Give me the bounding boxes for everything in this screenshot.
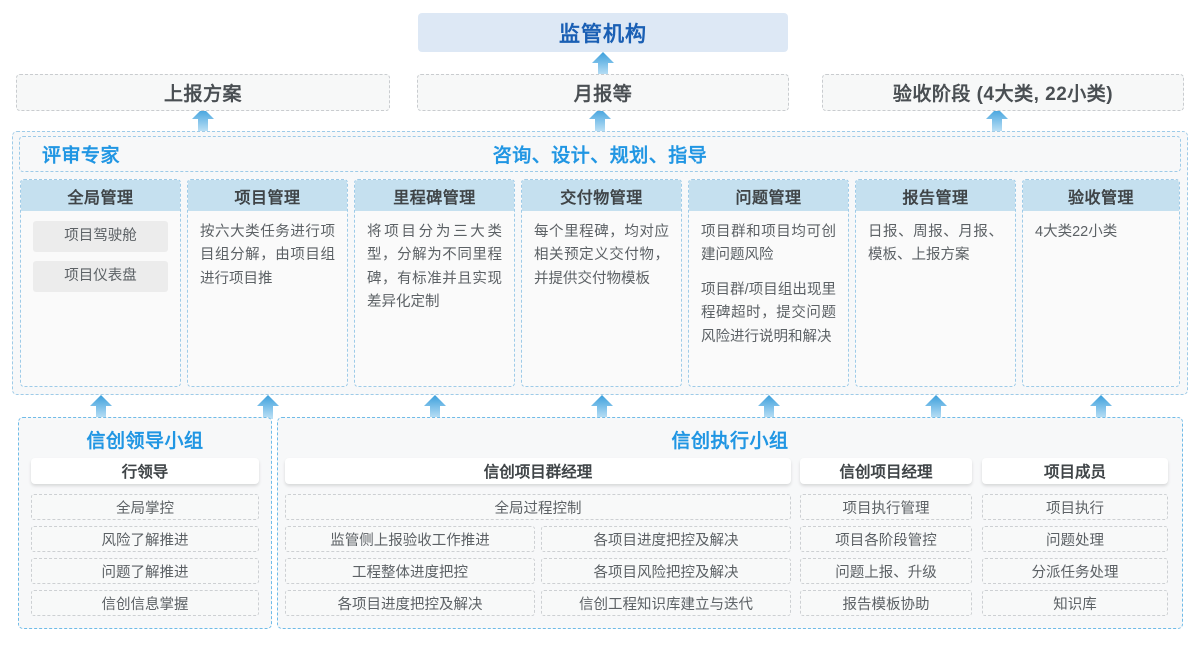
task-item[interactable]: 项目各阶段管控 <box>800 526 972 552</box>
arrow-up-icon <box>589 108 611 132</box>
consulting-label: 咨询、设计、规划、指导 <box>492 145 708 167</box>
task-item[interactable]: 全局掌控 <box>31 494 259 520</box>
column-body: 4大类22小类 <box>1023 211 1179 252</box>
arrow-up-icon <box>591 395 613 419</box>
pill-item[interactable]: 项目仪表盘 <box>33 261 168 292</box>
column-body: 将项目分为三大类型，分解为不同里程碑，有标准并且实现差异化定制 <box>355 211 514 323</box>
column-paragraph: 日报、周报、月报、模板、上报方案 <box>868 224 1003 264</box>
column-paragraph: 项目群/项目组出现里程碑超时，提交问题风险进行说明和解决 <box>701 281 836 345</box>
middle-header-band: 评审专家 咨询、设计、规划、指导 <box>19 136 1181 172</box>
column-body: 项目驾驶舱 项目仪表盘 <box>21 211 180 309</box>
arrow-up-icon <box>758 395 780 419</box>
task-item-wide[interactable]: 全局过程控制 <box>285 494 791 520</box>
column-title: 验收管理 <box>1023 180 1179 211</box>
column-title: 问题管理 <box>689 180 848 211</box>
column-paragraph: 按六大类任务进行项目组分解，由项目组进行项目推 <box>200 224 335 287</box>
task-item[interactable]: 分派任务处理 <box>982 558 1168 584</box>
task-item[interactable]: 各项目进度把控及解决 <box>541 526 791 552</box>
task-item[interactable]: 监管侧上报验收工作推进 <box>285 526 535 552</box>
regulator-box: 监管机构 <box>418 13 788 52</box>
column-paragraph: 将项目分为三大类型，分解为不同里程碑，有标准并且实现差异化定制 <box>367 224 502 311</box>
task-item[interactable]: 问题处理 <box>982 526 1168 552</box>
column-project-management[interactable]: 项目管理 按六大类任务进行项目组分解，由项目组进行项目推 <box>187 179 348 387</box>
arrow-up-icon <box>986 108 1008 132</box>
group-title: 信创执行小组 <box>671 431 789 452</box>
task-item[interactable]: 各项目进度把控及解决 <box>285 590 535 616</box>
column-global-management[interactable]: 全局管理 项目驾驶舱 项目仪表盘 <box>20 179 181 387</box>
column-paragraph: 4大类22小类 <box>1035 224 1118 240</box>
task-item[interactable]: 各项目风险把控及解决 <box>541 558 791 584</box>
arrow-up-icon <box>592 52 614 76</box>
task-item[interactable]: 信创工程知识库建立与迭代 <box>541 590 791 616</box>
column-title: 项目管理 <box>188 180 347 211</box>
column-title: 交付物管理 <box>522 180 681 211</box>
column-acceptance-management[interactable]: 验收管理 4大类22小类 <box>1022 179 1180 387</box>
role-project-member[interactable]: 项目成员 <box>982 458 1168 484</box>
report-box-monthly[interactable]: 月报等 <box>417 74 789 111</box>
arrow-up-icon <box>925 395 947 419</box>
column-issue-management[interactable]: 问题管理 项目群和项目均可创建问题风险 项目群/项目组出现里程碑超时，提交问题风… <box>688 179 849 387</box>
task-item[interactable]: 报告模板协助 <box>800 590 972 616</box>
column-body: 日报、周报、月报、模板、上报方案 <box>856 211 1015 276</box>
column-body: 按六大类任务进行项目组分解，由项目组进行项目推 <box>188 211 347 299</box>
column-body: 每个里程碑，均对应相关预定义交付物，并提供交付物模板 <box>522 211 681 299</box>
column-title: 全局管理 <box>21 180 180 211</box>
review-experts-label: 评审专家 <box>42 145 121 167</box>
task-item[interactable]: 项目执行 <box>982 494 1168 520</box>
role-project-manager[interactable]: 信创项目经理 <box>800 458 972 484</box>
group-title: 信创领导小组 <box>86 431 204 452</box>
column-deliverable-management[interactable]: 交付物管理 每个里程碑，均对应相关预定义交付物，并提供交付物模板 <box>521 179 682 387</box>
arrow-up-icon <box>424 395 446 419</box>
column-report-management[interactable]: 报告管理 日报、周报、月报、模板、上报方案 <box>855 179 1016 387</box>
column-title: 里程碑管理 <box>355 180 514 211</box>
column-paragraph: 项目群和项目均可创建问题风险 <box>701 224 836 264</box>
arrow-up-icon <box>257 395 279 419</box>
task-item[interactable]: 项目执行管理 <box>800 494 972 520</box>
column-title: 报告管理 <box>856 180 1015 211</box>
task-item[interactable]: 问题了解推进 <box>31 558 259 584</box>
arrow-up-icon <box>1090 395 1112 419</box>
task-item[interactable]: 信创信息掌握 <box>31 590 259 616</box>
arrow-up-icon <box>192 108 214 132</box>
column-paragraph: 每个里程碑，均对应相关预定义交付物，并提供交付物模板 <box>534 224 669 287</box>
arrow-up-icon <box>90 395 112 419</box>
task-item[interactable]: 问题上报、升级 <box>800 558 972 584</box>
report-box-acceptance[interactable]: 验收阶段 (4大类, 22小类) <box>822 74 1184 111</box>
column-body: 项目群和项目均可创建问题风险 项目群/项目组出现里程碑超时，提交问题风险进行说明… <box>689 211 848 357</box>
column-milestone-management[interactable]: 里程碑管理 将项目分为三大类型，分解为不同里程碑，有标准并且实现差异化定制 <box>354 179 515 387</box>
task-item[interactable]: 风险了解推进 <box>31 526 259 552</box>
role-bank-leader[interactable]: 行领导 <box>31 458 259 484</box>
task-item[interactable]: 工程整体进度把控 <box>285 558 535 584</box>
pill-item[interactable]: 项目驾驶舱 <box>33 221 168 252</box>
task-item[interactable]: 知识库 <box>982 590 1168 616</box>
role-program-manager[interactable]: 信创项目群经理 <box>285 458 791 484</box>
report-box-plan[interactable]: 上报方案 <box>16 74 390 111</box>
